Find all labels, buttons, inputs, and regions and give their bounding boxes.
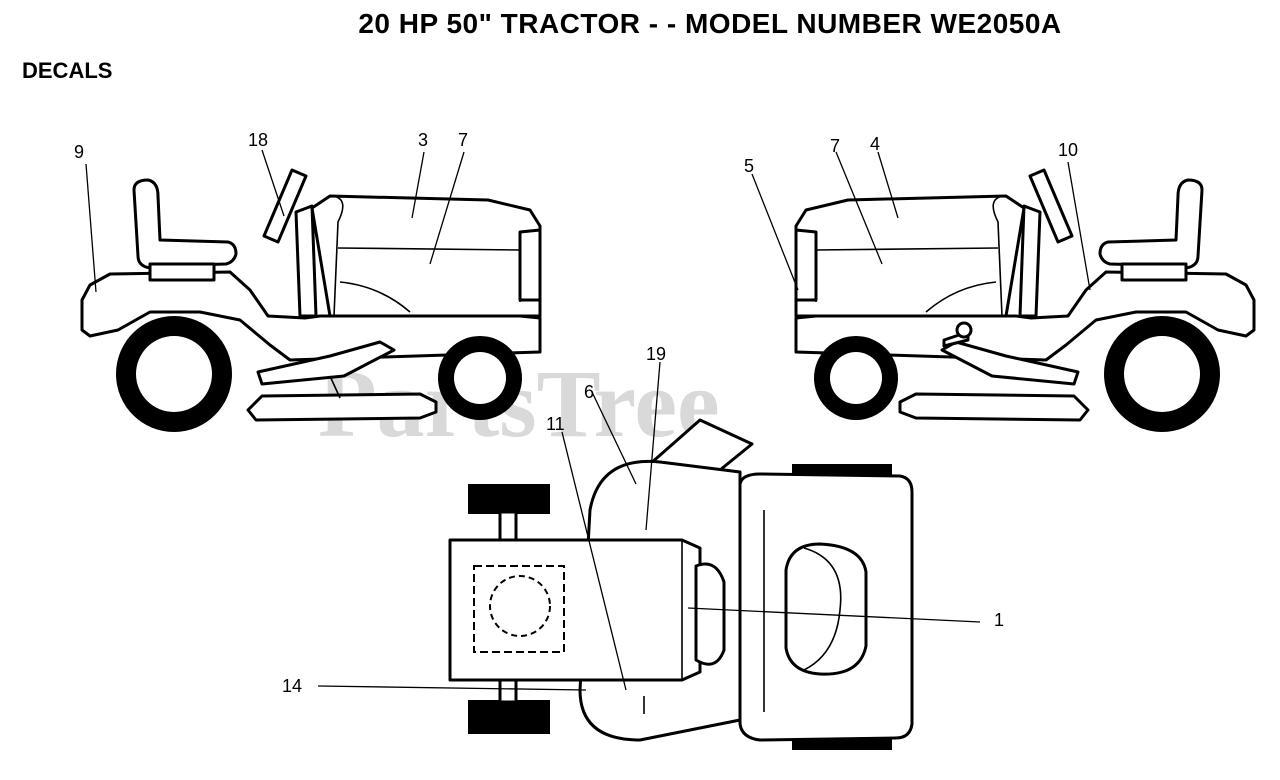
section-heading: DECALS [22,58,113,83]
tractor-left-side-view [80,168,542,432]
tractor-top-view [448,418,914,750]
callout-1: 1 [994,610,1004,630]
callout-5: 5 [744,156,754,176]
callout-6: 6 [584,382,594,402]
callout-7-left: 7 [458,130,468,150]
callout-18: 18 [248,130,268,150]
callout-19: 19 [646,344,666,364]
callout-10: 10 [1058,140,1078,160]
tractor-right-side-view [794,168,1256,432]
callout-4: 4 [870,134,880,154]
callout-9: 9 [74,142,84,162]
callout-11: 11 [546,414,565,434]
callout-3: 3 [418,130,428,150]
leader-lines [85,149,1091,691]
callout-14: 14 [282,676,302,696]
callouts: 9 18 3 7 5 7 4 10 19 6 11 1 14 [74,130,1078,696]
diagram-title: 20 HP 50" TRACTOR - - MODEL NUMBER WE205… [358,8,1062,39]
callout-7-right: 7 [830,136,840,156]
